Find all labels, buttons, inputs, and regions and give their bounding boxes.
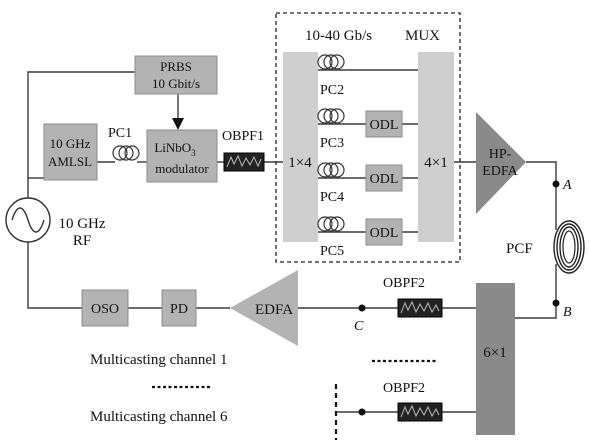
- modulator-subscript: 3: [191, 148, 196, 158]
- point-b-dot: [552, 299, 560, 307]
- pcf-coil-icon: [553, 220, 585, 274]
- point-b-label: B: [563, 305, 572, 320]
- obpf1-filter-icon: [223, 152, 265, 172]
- odl-label-2: ODL: [370, 118, 399, 133]
- pc2-label: PC2: [320, 83, 344, 98]
- pcf-label: PCF: [506, 241, 533, 257]
- odl-label-4: ODL: [370, 226, 399, 241]
- odl-branch-3: [365, 164, 403, 192]
- mux-label: MUX: [405, 28, 440, 44]
- rf-label: RF: [73, 233, 91, 249]
- coupler-label: 6×1: [483, 345, 506, 361]
- point-c-dot: [358, 304, 366, 312]
- prbs-arrow: [172, 118, 184, 130]
- linbo3-modulator: [146, 129, 218, 183]
- amlsl-laser: [43, 123, 98, 181]
- hp-edfa-amplifier: [476, 112, 526, 214]
- coupler-6x1: [476, 283, 515, 435]
- wiring: [27, 69, 557, 440]
- hpedfa-to-pcf-wire: [526, 161, 557, 230]
- modulator-label: modulator: [155, 161, 209, 176]
- pc5-coil-icon: [317, 216, 345, 232]
- mux-frame: [275, 12, 461, 263]
- hp-edfa-label-2: EDFA: [482, 164, 518, 179]
- pc3-label: PC3: [320, 136, 344, 151]
- splitter-label: 1×4: [288, 155, 312, 171]
- pc2-coil-icon: [317, 54, 345, 70]
- prbs-rate-label: 10 Gbit/s: [152, 76, 200, 91]
- obpf2-label-ch1: OBPF2: [383, 276, 425, 291]
- obpf2-filter-icon-ch1: [397, 298, 443, 318]
- channel6-point-dot: [358, 408, 366, 416]
- odl-branch-4: [365, 218, 403, 246]
- splitter-1x4: [283, 52, 318, 242]
- odl-branch-2: [365, 110, 403, 138]
- pc4-coil-icon: [317, 162, 345, 178]
- pc3-coil-icon: [317, 108, 345, 124]
- photodetector: [161, 289, 197, 327]
- point-c-label: C: [354, 319, 364, 334]
- pc1-label: PC1: [108, 126, 132, 141]
- edfa-label: EDFA: [255, 302, 293, 318]
- point-a-label: A: [562, 178, 572, 193]
- edfa-amplifier: [230, 270, 298, 346]
- combiner-label: 4×1: [424, 155, 447, 171]
- combiner-4x1: [418, 52, 454, 242]
- point-a-dot: [552, 180, 560, 188]
- odl-label-3: ODL: [370, 172, 399, 187]
- prbs-to-rf-wire: [27, 71, 135, 198]
- channel6-label: Multicasting channel 6: [90, 409, 228, 425]
- pc1-coil-icon: [112, 145, 140, 161]
- hp-edfa-label-1: HP-: [489, 147, 512, 162]
- obpf2-filter-icon-ch6: [397, 402, 443, 422]
- pc4-label: PC4: [320, 190, 344, 205]
- rf-to-oso-wire: [27, 242, 82, 309]
- amlsl-label: AMLSL: [48, 154, 92, 169]
- oso-oscilloscope: [81, 289, 129, 327]
- mux-rate-label: 10-40 Gb/s: [305, 28, 372, 44]
- prbs-label: PRBS: [160, 59, 192, 74]
- rf-source-icon: [5, 197, 51, 243]
- rf-freq-label: 10 GHz: [58, 216, 105, 232]
- amlsl-freq-label: 10 GHz: [50, 136, 91, 151]
- prbs-generator: [134, 55, 218, 95]
- modulator-material-label: LiNbO3: [154, 140, 196, 158]
- pcf-to-coupler-wire: [515, 264, 557, 319]
- obpf2-label-ch6: OBPF2: [383, 381, 425, 396]
- pc5-label: PC5: [320, 244, 344, 259]
- obpf1-label: OBPF1: [222, 129, 264, 144]
- channel1-label: Multicasting channel 1: [90, 352, 227, 368]
- pd-label: PD: [170, 302, 188, 317]
- modulator-material-text: LiNbO: [154, 140, 191, 155]
- oso-label: OSO: [91, 302, 119, 317]
